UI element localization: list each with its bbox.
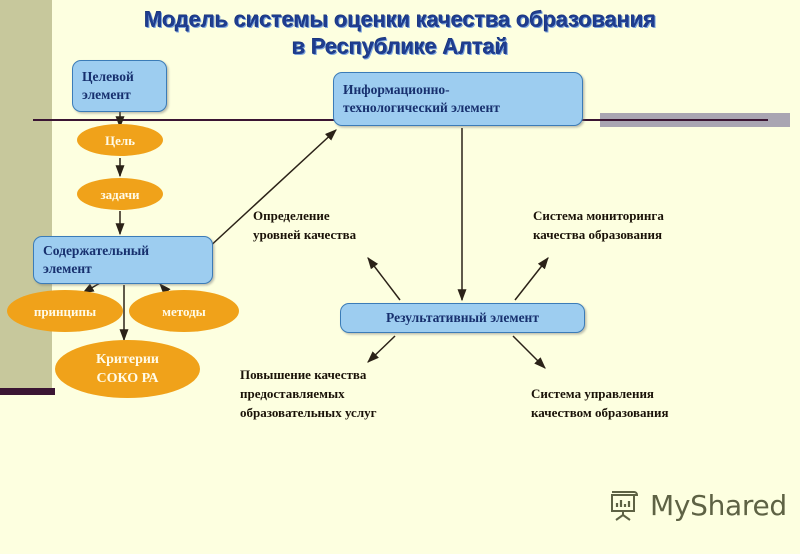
node-box-content-element[interactable]: Содержательный элемент [33,236,213,284]
label-improving-quality-of-services: Повышение качества предоставляемых образ… [240,367,377,420]
node-ellipse-principles[interactable]: принципы [7,290,123,332]
node-box-information-technological-element[interactable]: Информационно- технологический элемент [333,72,583,126]
label-education-quality-monitoring-system: Система мониторинга качества образования [533,208,664,242]
node-box-result-element[interactable]: Результативный элемент [340,303,585,333]
node-ellipse-criteria-soko-ra[interactable]: Критерии СОКО РА [55,340,200,398]
page-title: Модель системы оценки качества образован… [144,7,656,59]
presentation-board-icon [608,488,642,522]
arrow-result-to-monitor [514,257,549,301]
left-accent-rule [0,388,55,395]
left-decorative-band [0,0,52,394]
label-quality-levels-definition: Определение уровней качества [253,208,357,242]
arrow-result-to-levels [367,257,401,301]
node-ellipse-goal[interactable]: Цель [77,124,163,156]
node-box-target-element[interactable]: Целевой элемент [72,60,167,112]
node-ellipse-tasks[interactable]: задачи [77,178,163,210]
label-education-quality-management-system: Система управления качеством образования [531,386,669,420]
arrow-result-to-improve [367,335,396,363]
arrow-result-to-mgmt [512,335,546,369]
watermark-text: MyShared [650,488,787,522]
node-ellipse-methods[interactable]: методы [129,290,239,332]
watermark: MyShared [608,488,787,522]
